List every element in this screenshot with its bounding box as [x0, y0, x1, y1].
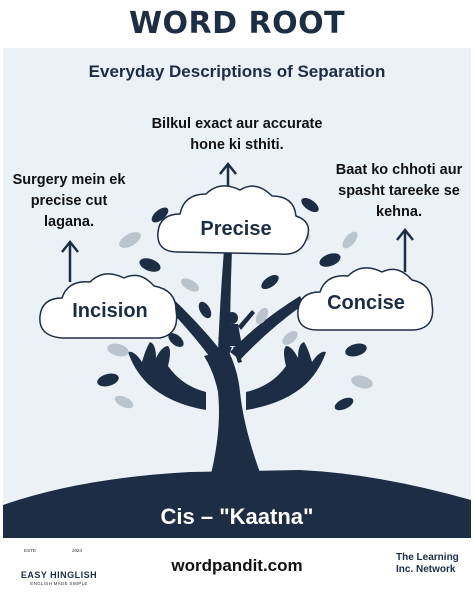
header: WORD ROOT — [0, 0, 474, 46]
description-precise: Bilkul exact aur accurate hone ki sthiti… — [120, 114, 354, 156]
easy-hinglish-tagline: ENGLISH MADE SIMPLE — [30, 581, 88, 586]
root-base — [3, 470, 471, 540]
tree-branch-right — [230, 296, 304, 360]
arrow-concise — [396, 227, 414, 272]
description-line: kehna. — [376, 204, 422, 220]
easy-hinglish-estd: ESTD — [24, 548, 37, 553]
cloud-precise — [157, 185, 310, 255]
description-line: hone ki sthiti. — [190, 137, 284, 153]
easy-hinglish-year: 2024 — [72, 548, 83, 553]
cloud-label-precise: Precise — [200, 218, 272, 240]
logo-line: The Learning — [396, 552, 459, 563]
cloud-label-concise: Concise — [327, 292, 405, 314]
site-link[interactable]: wordpandit.com — [171, 556, 303, 575]
right-hand — [246, 342, 326, 410]
child-figure — [218, 310, 255, 363]
tree-trunk — [204, 350, 262, 478]
page-title: WORD ROOT — [128, 5, 346, 41]
logo-line: Inc. Network — [396, 564, 456, 575]
description-line: Baat ko chhoti aur — [335, 162, 463, 178]
description-line: lagana. — [44, 214, 94, 230]
cloud-label-incision: Incision — [72, 300, 148, 322]
tree-leaves — [97, 197, 373, 411]
easy-hinglish-logo-text: EASY HINGLISH — [20, 570, 98, 580]
description-line: Surgery mein ek — [12, 172, 126, 188]
footer: wordpandit.com — [0, 538, 474, 592]
arrow-incision — [61, 239, 79, 282]
cloud-incision — [39, 273, 178, 339]
description-line: Bilkul exact aur accurate — [151, 116, 323, 132]
learning-network-logo-text: The Learning Inc. Network — [396, 552, 472, 576]
description-incision: Surgery mein ek precise cut lagana. — [2, 170, 136, 233]
cloud-concise — [297, 267, 434, 331]
description-concise: Baat ko chhoti aur spasht tareeke se keh… — [326, 160, 472, 223]
description-line: precise cut — [30, 193, 108, 209]
left-hand — [128, 342, 206, 410]
description-line: spasht tareeke se — [338, 183, 460, 199]
word-root-label: Cis – "Kaatna" — [160, 504, 314, 529]
diagram-subtitle: Everyday Descriptions of Separation — [88, 62, 386, 81]
